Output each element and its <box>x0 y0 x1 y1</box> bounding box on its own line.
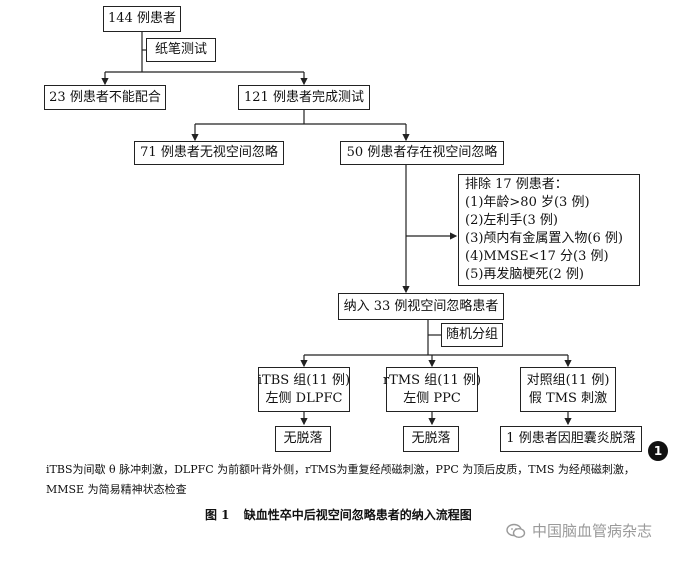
box-outcome-control: 1 例患者因胆囊炎脱落 <box>500 426 642 452</box>
exclusion-item: (2)左利手(3 例) <box>465 213 558 228</box>
figure-caption: 图 1 缺血性卒中后视空间忽略患者的纳入流程图 <box>205 506 472 523</box>
box-has-neglect: 50 例患者存在视空间忽略 <box>340 141 504 165</box>
box-group-rtms: rTMS 组(11 例) 左侧 PPC <box>382 367 482 412</box>
abbreviation-note: iTBS为间歇 θ 脉冲刺激，DLPFC 为前额叶背外侧，rTMS为重复经颅磁刺… <box>46 463 635 476</box>
figure-title: 缺血性卒中后视空间忽略患者的纳入流程图 <box>243 508 472 522</box>
watermark-text: 中国脑血管病杂志 <box>532 522 653 540</box>
box-total-patients: 144 例患者 <box>103 6 181 32</box>
abbreviation-note: MMSE 为简易精神状态检查 <box>46 483 187 496</box>
box-randomization: 随机分组 <box>441 323 503 347</box>
figure-label: 图 1 <box>205 508 230 522</box>
group-rtms-target: 左侧 PPC <box>403 390 461 406</box>
box-exclusion-criteria: 排除 17 例患者： (1)年龄>80 岁(3 例) (2)左利手(3 例) (… <box>458 174 640 286</box>
box-outcome-rtms: 无脱落 <box>403 426 459 452</box>
group-itbs-target: 左侧 DLPFC <box>265 390 343 406</box>
exclusion-title: 排除 17 例患者： <box>465 177 568 192</box>
watermark: 中国脑血管病杂志 <box>506 520 652 541</box>
box-no-neglect: 71 例患者无视空间忽略 <box>134 141 284 165</box>
box-paper-pencil-test: 纸笔测试 <box>146 38 216 62</box>
exclusion-item: (1)年龄>80 岁(3 例) <box>465 195 590 210</box>
step-number-badge: 1 <box>648 441 668 461</box>
box-group-itbs: iTBS 组(11 例) 左侧 DLPFC <box>258 367 350 412</box>
exclusion-item: (4)MMSE<17 分(3 例) <box>465 249 609 264</box>
box-outcome-itbs: 无脱落 <box>275 426 331 452</box>
box-completed-test: 121 例患者完成测试 <box>238 85 370 110</box>
box-group-control: 对照组(11 例) 假 TMS 刺激 <box>520 367 616 412</box>
group-control-treatment: 假 TMS 刺激 <box>528 390 608 406</box>
exclusion-item: (3)颅内有金属置入物(6 例) <box>465 231 623 246</box>
exclusion-item: (5)再发脑梗死(2 例) <box>465 267 584 282</box>
box-enrolled-patients: 纳入 33 例视空间忽略患者 <box>338 293 504 320</box>
group-rtms-name: rTMS 组(11 例) <box>382 372 482 388</box>
group-control-name: 对照组(11 例) <box>526 372 610 388</box>
box-not-cooperate: 23 例患者不能配合 <box>44 85 166 110</box>
wechat-icon <box>506 523 526 538</box>
group-itbs-name: iTBS 组(11 例) <box>257 372 351 388</box>
